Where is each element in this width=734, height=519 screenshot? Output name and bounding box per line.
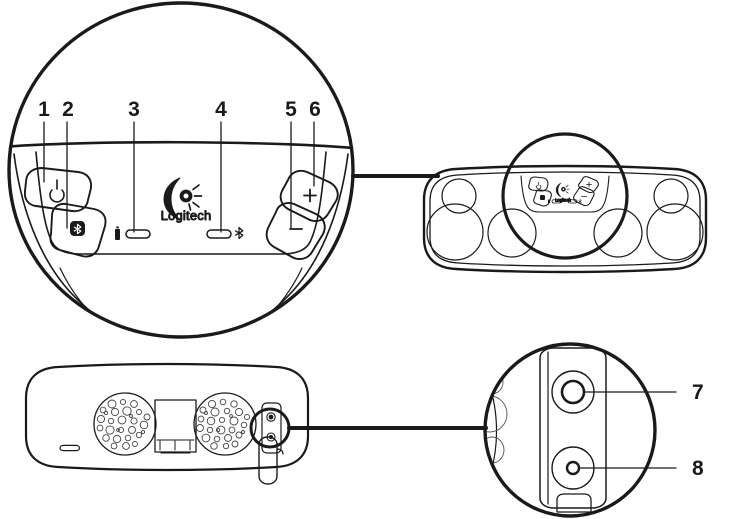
- callout-number-7: 7: [692, 381, 704, 404]
- rear-shell-outline: [24, 362, 310, 472]
- charging-port-mini: [266, 412, 276, 422]
- bass-port-mesh-right: [193, 392, 257, 456]
- driver-large-1: [426, 203, 484, 261]
- callout-number-5: 5: [285, 98, 297, 121]
- logitech-wordmark: Logitech: [161, 208, 212, 223]
- logitech-logo-mini: Logitech: [555, 182, 572, 203]
- power-symbol-icon: [49, 179, 65, 203]
- battery-led-mini: [551, 199, 562, 204]
- shell-crease-left: [59, 267, 123, 337]
- callout-number-4: 4: [215, 98, 227, 121]
- control-plate-outline: [35, 151, 327, 255]
- control-panel-magnified-view: Logitech: [7, 1, 355, 339]
- volume-down-button[interactable]: [265, 202, 326, 260]
- front-shell-inner-line: [429, 171, 701, 267]
- shell-contour-left: [13, 153, 137, 337]
- callout-number-3: 3: [128, 98, 140, 121]
- bluetooth-status-indicator: [206, 226, 244, 240]
- front-shell-outline: [422, 164, 708, 274]
- port-rubber-flap: [258, 436, 284, 485]
- bluetooth-button[interactable]: [49, 202, 107, 258]
- magnifier-lens-ports: [483, 342, 657, 518]
- speaker-rear-view: [24, 362, 310, 485]
- driver-small-left: [441, 178, 477, 214]
- center-panel: [154, 399, 197, 454]
- driver-large-2: [487, 208, 537, 258]
- bass-port-mesh-left: [93, 392, 157, 456]
- callout-number-2: 2: [62, 98, 74, 121]
- shell-crease-right: [239, 267, 303, 337]
- battery-icon-mini: [548, 199, 550, 204]
- logitech-logo: Logitech: [160, 177, 212, 224]
- driver-small-right: [653, 178, 689, 214]
- callout-number-1: 1: [38, 98, 50, 121]
- front-control-panel-mini: Logitech: [520, 175, 610, 213]
- speaker-front-view: Logitech: [422, 132, 708, 274]
- rear-vent-slot: [59, 444, 81, 452]
- driver-large-4: [646, 203, 704, 261]
- callout-number-6: 6: [309, 98, 321, 121]
- logitech-wordmark-mini: Logitech: [555, 198, 572, 203]
- power-button[interactable]: [23, 167, 93, 213]
- battery-led-pill: [125, 229, 151, 239]
- bluetooth-icon-mini: [578, 199, 582, 204]
- bluetooth-symbol-icon: [70, 221, 85, 236]
- port-flap-tab: [556, 493, 592, 513]
- callout-group-top: [43, 121, 315, 233]
- battery-status-indicator: [115, 226, 151, 240]
- bluetooth-led-mini: [567, 199, 578, 204]
- detail-circle-front: [501, 132, 629, 260]
- port-panel-outline: [539, 347, 607, 509]
- volume-up-plus-icon: [303, 188, 317, 203]
- port-bay-magnified-view: [483, 342, 657, 518]
- bluetooth-led-pill: [206, 229, 232, 239]
- speaker-top-edge: [9, 140, 353, 152]
- magnifier-lens-top: [7, 1, 355, 339]
- callout-number-8: 8: [692, 457, 704, 480]
- driver-large-3: [593, 208, 643, 258]
